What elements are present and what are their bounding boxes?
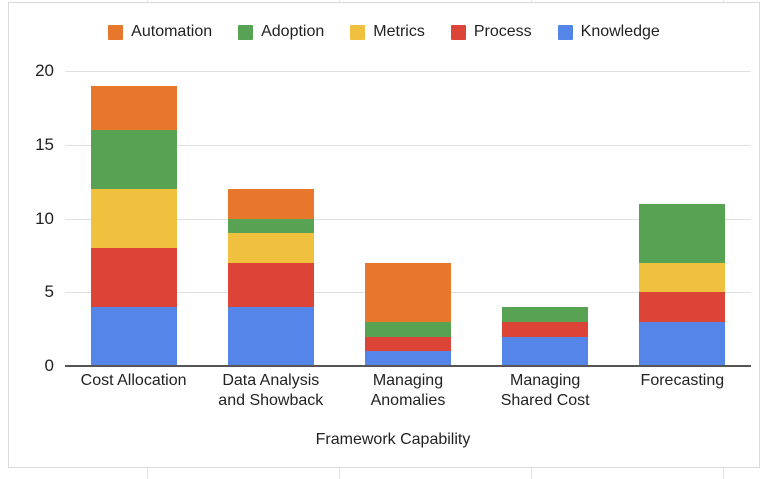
x-axis-tick-label-line: Shared Cost — [500, 392, 590, 409]
x-axis-title: Framework Capability — [315, 431, 471, 448]
legend-label: Automation — [131, 23, 213, 40]
y-axis-tick-label: 5 — [44, 282, 54, 302]
x-axis-tick-label-line: Managing — [372, 372, 444, 389]
bar-segment-automation[interactable] — [90, 85, 177, 130]
legend-label: Knowledge — [580, 23, 660, 40]
legend-swatch-knowledge-icon — [557, 24, 573, 40]
bar-group[interactable] — [364, 71, 451, 366]
bar-segment-knowledge[interactable] — [227, 307, 314, 366]
y-axis-tick-label: 20 — [35, 61, 54, 80]
x-axis-tick-label-line: and Showback — [218, 392, 324, 409]
legend-label: Process — [473, 23, 532, 40]
bar-segment-knowledge[interactable] — [364, 351, 451, 366]
legend-item-knowledge[interactable]: Knowledge — [557, 23, 660, 41]
x-axis-tick-label-line: Anomalies — [370, 392, 446, 409]
bar-segment-adoption[interactable] — [227, 218, 314, 234]
bar-segment-process[interactable] — [639, 292, 726, 322]
gridline — [65, 144, 751, 146]
bar-segment-metrics[interactable] — [639, 262, 726, 293]
bar-segment-adoption[interactable] — [90, 130, 177, 189]
chart-container[interactable]: Automation Adoption Metrics Process Knowledg… — [8, 2, 760, 468]
x-axis-tick-label-line: Cost Allocation — [80, 372, 187, 389]
x-axis-tick-labels: Cost Allocation Data Analysis and Showback… — [65, 371, 751, 411]
bar-group[interactable] — [639, 71, 726, 366]
bar-segment-adoption[interactable] — [502, 307, 589, 322]
bar-series-container — [65, 71, 751, 366]
y-axis-tick-label: 15 — [35, 134, 54, 154]
legend-item-process[interactable]: Process — [450, 23, 532, 41]
x-axis-tick-label: Forecasting — [622, 371, 742, 411]
bar-segment-process[interactable] — [502, 321, 589, 337]
legend-swatch-process-icon — [450, 24, 466, 40]
legend-swatch-automation-icon — [108, 24, 124, 40]
x-axis-line — [65, 365, 751, 367]
legend-item-metrics[interactable]: Metrics — [350, 23, 425, 41]
bar-segment-process[interactable] — [90, 248, 177, 307]
bar-segment-process[interactable] — [364, 336, 451, 352]
legend-item-automation[interactable]: Automation — [108, 23, 212, 41]
bar-group[interactable] — [90, 71, 177, 366]
gridline — [65, 71, 751, 72]
bar-segment-adoption[interactable] — [639, 203, 726, 263]
bar-segment-knowledge[interactable] — [90, 307, 177, 366]
bar-group[interactable] — [502, 71, 589, 366]
bar-segment-process[interactable] — [227, 262, 314, 307]
gridline — [65, 218, 751, 220]
bar-segment-knowledge[interactable] — [502, 336, 589, 366]
legend-swatch-adoption-icon — [238, 24, 254, 40]
y-axis-tick-label: 10 — [35, 208, 54, 228]
bar-segment-automation[interactable] — [364, 262, 451, 322]
legend-swatch-metrics-icon — [350, 24, 366, 40]
x-axis-tick-label-line: Data Analysis — [222, 372, 320, 389]
plot-area: 0 5 10 15 20 — [35, 61, 751, 375]
legend-label: Metrics — [373, 23, 425, 40]
x-axis-tick-label: Cost Allocation — [74, 371, 194, 411]
bar-segment-automation[interactable] — [227, 189, 314, 219]
legend-label: Adoption — [261, 23, 325, 40]
x-axis-tick-label-line: Forecasting — [640, 372, 725, 389]
x-axis-tick-label: Data Analysis and Showback — [211, 371, 331, 411]
legend-item-adoption[interactable]: Adoption — [238, 23, 324, 41]
chart-legend: Automation Adoption Metrics Process Knowledg… — [9, 23, 759, 41]
bar-segment-metrics[interactable] — [227, 233, 314, 263]
bar-segment-adoption[interactable] — [364, 321, 451, 337]
bar-segment-knowledge[interactable] — [639, 321, 726, 366]
bar-group[interactable] — [227, 71, 314, 366]
x-axis-tick-label-line: Managing — [510, 372, 581, 389]
y-axis-tick-label: 0 — [44, 356, 54, 375]
bar-segment-metrics[interactable] — [90, 189, 177, 248]
